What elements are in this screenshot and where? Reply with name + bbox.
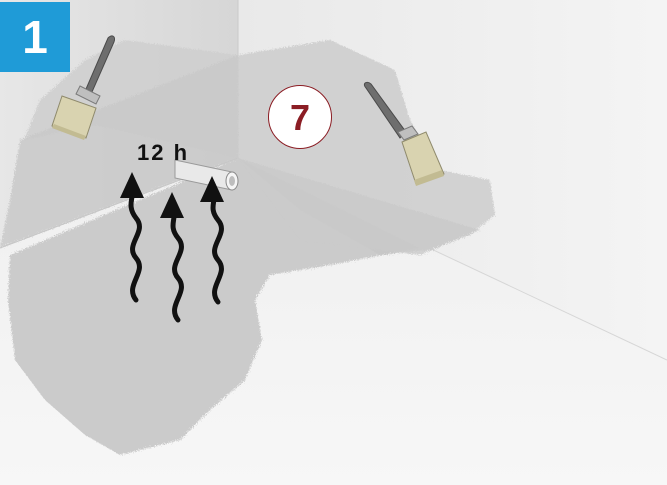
step-number-badge: 1 (0, 2, 70, 72)
drying-time-label: 12 h (137, 140, 189, 166)
product-marker: 7 (268, 85, 332, 149)
